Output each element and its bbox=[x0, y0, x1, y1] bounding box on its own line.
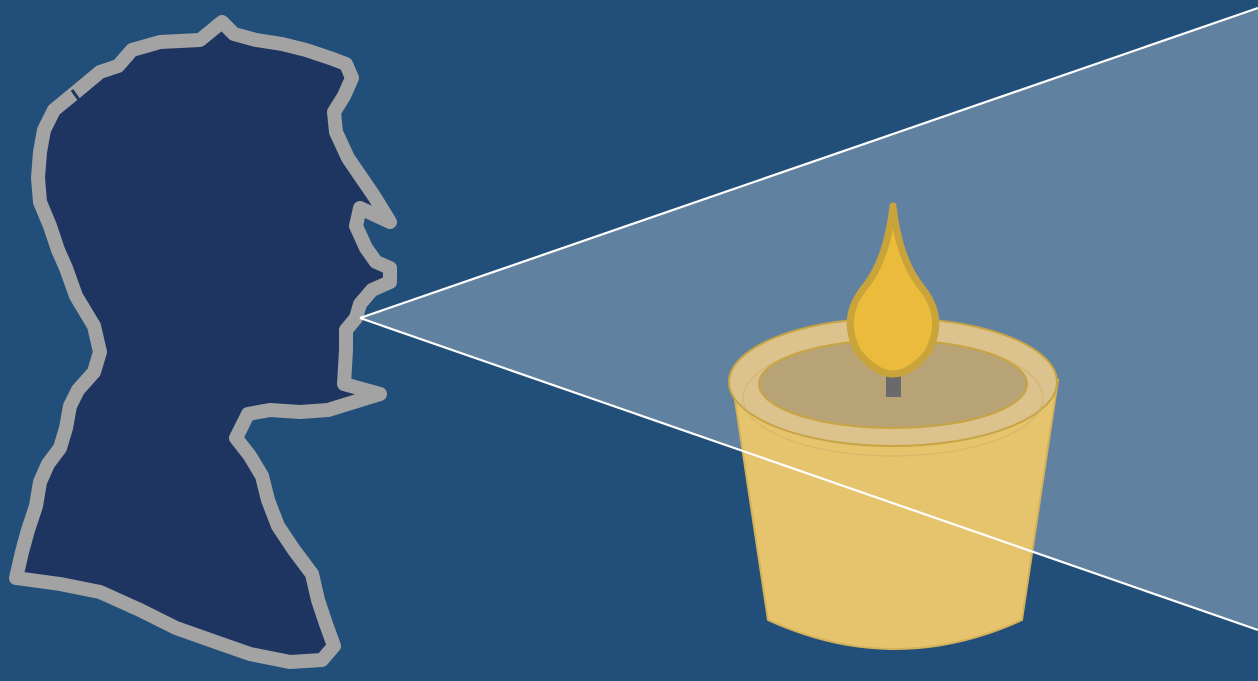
wick bbox=[886, 376, 901, 397]
